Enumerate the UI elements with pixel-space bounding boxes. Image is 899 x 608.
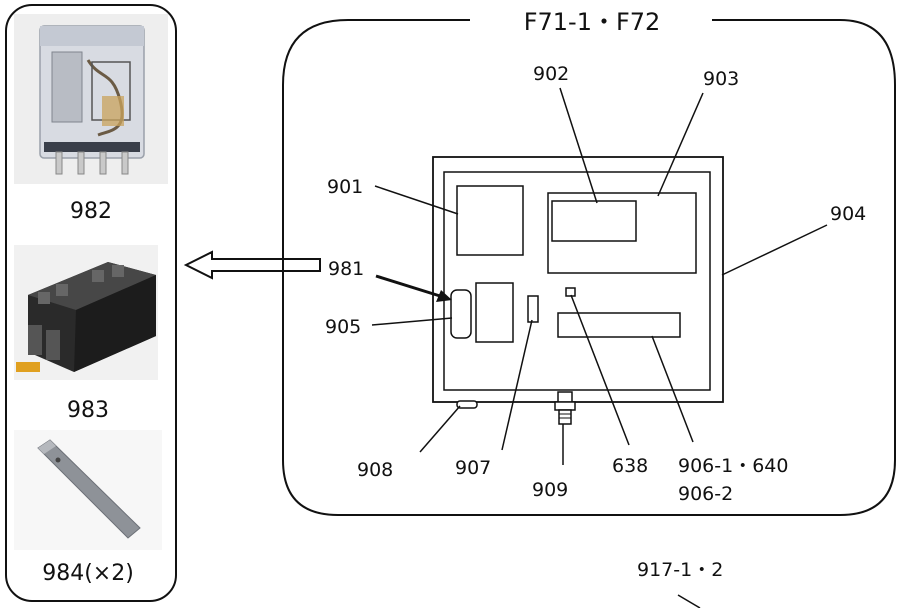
- callout-906-1-640: 906-1・640: [678, 455, 788, 477]
- leader-981: [376, 276, 440, 296]
- assembly-frame: [283, 20, 895, 515]
- callout-904: 904: [830, 203, 866, 225]
- callout-903: 903: [703, 68, 739, 90]
- callout-981: 981: [328, 258, 364, 280]
- callout-909: 909: [532, 479, 568, 501]
- callout-902: 902: [533, 63, 569, 85]
- component-906: [558, 313, 680, 337]
- callout-638: 638: [612, 455, 648, 477]
- callout-905: 905: [325, 316, 361, 338]
- component-909: [555, 392, 575, 424]
- component-relay-socket: [476, 283, 513, 342]
- callout-908: 908: [357, 459, 393, 481]
- relay-photo: [14, 14, 168, 184]
- hollow-arrow-icon: [186, 252, 320, 278]
- component-903: [548, 193, 696, 273]
- assembly-title: F71-1・F72: [524, 8, 661, 36]
- component-905: [451, 290, 471, 338]
- part-label-982: 982: [70, 199, 112, 224]
- part-label-983: 983: [67, 398, 109, 423]
- retaining-clip-photo: [14, 430, 162, 550]
- callout-917: 917-1・2: [637, 559, 723, 581]
- component-901: [457, 186, 523, 255]
- relay-socket-photo: [14, 245, 158, 380]
- component-907: [528, 296, 538, 322]
- part-label-984: 984(×2): [42, 561, 134, 586]
- leader-lines: [372, 88, 827, 608]
- panel-inner-box: [444, 172, 710, 390]
- callout-906-2: 906-2: [678, 483, 733, 505]
- callout-901: 901: [327, 176, 363, 198]
- component-902: [552, 201, 636, 241]
- callout-907: 907: [455, 457, 491, 479]
- component-638: [566, 288, 575, 296]
